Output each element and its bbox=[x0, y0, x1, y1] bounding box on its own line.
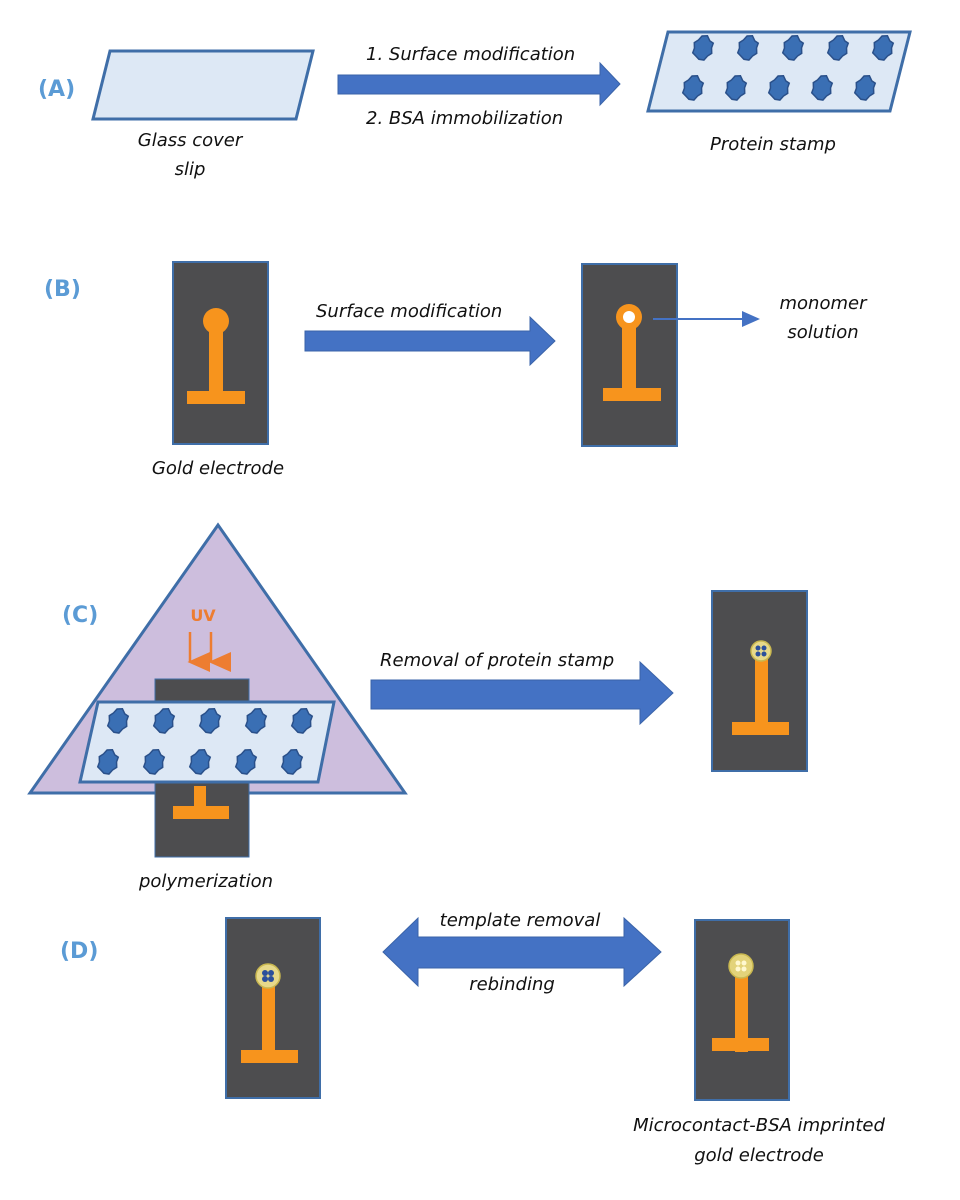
panel-a: (A) Glass cover slip 1. Surface modifica… bbox=[38, 30, 912, 180]
process-arrow-a bbox=[337, 61, 621, 107]
arrow-d-label-bottom: rebinding bbox=[469, 974, 555, 995]
polymerization-caption: polymerization bbox=[138, 871, 273, 892]
bound-protein-dot bbox=[755, 645, 761, 651]
stamp-caption: Protein stamp bbox=[710, 134, 836, 155]
result-caption-line2: gold electrode bbox=[694, 1145, 824, 1166]
empty-imprinted-site bbox=[728, 953, 754, 979]
bound-protein-dot bbox=[268, 976, 274, 982]
panel-b: (B) Gold electrode Surface modification … bbox=[44, 261, 869, 479]
electrode-base bbox=[712, 1038, 769, 1051]
cavity-dot bbox=[741, 960, 747, 966]
electrode-stem bbox=[209, 328, 223, 394]
monomer-label-line2: solution bbox=[787, 322, 858, 343]
glass-caption-line2: slip bbox=[175, 159, 206, 180]
process-arrow-b bbox=[304, 315, 556, 367]
electrode-disk bbox=[203, 308, 229, 334]
panel-label-d: (D) bbox=[60, 939, 98, 964]
panel-d: (D) template removal rebinding Microcont… bbox=[60, 910, 885, 1166]
bound-protein-dot bbox=[761, 651, 767, 657]
gold-electrode-caption: Gold electrode bbox=[152, 458, 284, 479]
cavity-dot bbox=[741, 966, 747, 972]
monomer-drop bbox=[623, 311, 635, 323]
arrow-a-label-bottom: 2. BSA immobilization bbox=[366, 108, 563, 129]
imprinted-site bbox=[750, 640, 772, 662]
electrode-base bbox=[241, 1050, 298, 1063]
cavity-dot bbox=[735, 966, 741, 972]
electrode-stem bbox=[194, 786, 206, 808]
arrow-b-label: Surface modification bbox=[316, 301, 502, 322]
bound-protein-dot bbox=[268, 970, 274, 976]
arrow-a-label-top: 1. Surface modification bbox=[366, 44, 575, 65]
bound-protein-dot bbox=[761, 645, 767, 651]
electrode-stem bbox=[262, 985, 275, 1063]
electrode-stem bbox=[755, 659, 768, 725]
panel-c: (C) UV polymerization Removal of protein… bbox=[27, 522, 808, 892]
panel-label-c: (C) bbox=[62, 603, 98, 628]
arrow-c-label: Removal of protein stamp bbox=[380, 650, 614, 671]
electrode-stem bbox=[622, 327, 636, 391]
bound-protein-dot bbox=[755, 651, 761, 657]
electrode-base bbox=[603, 388, 661, 401]
rebound-electrode bbox=[225, 917, 321, 1099]
modified-electrode bbox=[581, 263, 678, 447]
imprinted-electrode bbox=[711, 590, 808, 772]
bound-protein-dot bbox=[262, 976, 268, 982]
monomer-label-line1: monomer bbox=[780, 293, 869, 314]
result-caption-line1: Microcontact-BSA imprinted bbox=[633, 1115, 885, 1136]
panel-label-b: (B) bbox=[44, 277, 81, 302]
uv-label: UV bbox=[190, 606, 216, 625]
protein-stamp-slide bbox=[78, 700, 336, 784]
process-arrow-c bbox=[370, 660, 674, 726]
bound-protein-dot bbox=[262, 970, 268, 976]
arrow-d-label-top: template removal bbox=[440, 910, 601, 931]
cavity-dot bbox=[735, 960, 741, 966]
electrode-base bbox=[732, 722, 789, 735]
electrode-base bbox=[187, 391, 245, 404]
glass-caption-line1: Glass cover bbox=[138, 130, 244, 151]
microcontact-imprinted-electrode bbox=[694, 919, 790, 1101]
gold-electrode bbox=[172, 261, 269, 445]
double-arrow-d bbox=[382, 916, 662, 988]
panel-label-a: (A) bbox=[38, 77, 75, 102]
imprinted-site bbox=[255, 963, 281, 989]
electrode-base bbox=[173, 806, 229, 819]
electrode-stem bbox=[735, 975, 748, 1052]
glass-cover-slip bbox=[91, 49, 315, 121]
